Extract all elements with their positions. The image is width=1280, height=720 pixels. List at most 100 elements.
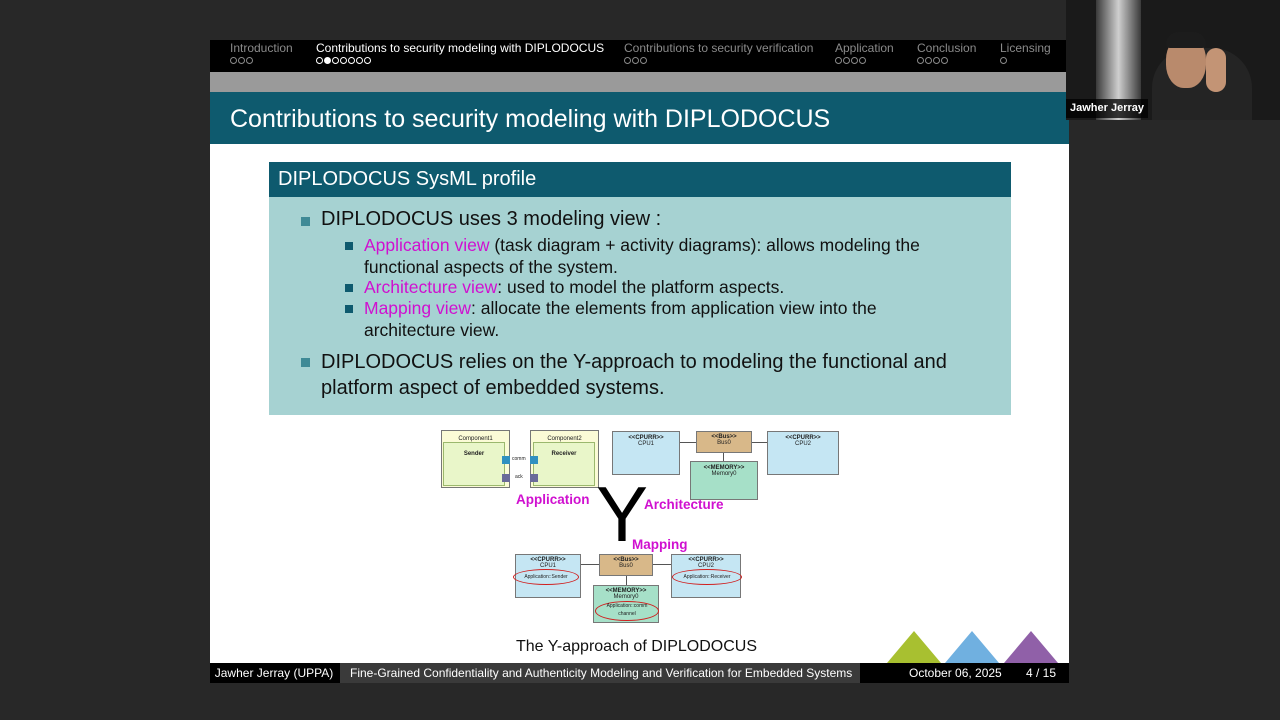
slide-footer: Jawher Jerray (UPPA) Fine-Grained Confid…	[210, 663, 1069, 683]
frame-dot[interactable]	[917, 57, 924, 64]
nav-section-dots	[835, 57, 894, 64]
decor-triangle-purple	[1004, 631, 1058, 663]
webcam-video-tile[interactable]: Jawher Jerray	[1066, 0, 1280, 120]
nav-section-conclusion[interactable]: Conclusion	[917, 40, 976, 64]
bus0-node: <<Bus>> Bus0	[696, 431, 752, 453]
application-label: Application	[516, 492, 590, 507]
nav-section-introduction[interactable]: Introduction	[230, 40, 293, 64]
memory0-label: Memory0	[711, 471, 737, 477]
bus0-stereotype: <<Bus>>	[613, 557, 639, 563]
frame-dot[interactable]	[230, 57, 237, 64]
cpu2-node: <<CPURR>> CPU2	[767, 431, 839, 475]
bullet-text: DIPLODOCUS uses 3 modeling view :	[321, 208, 662, 230]
receiver-task-box: Receiver	[533, 442, 595, 486]
frame-dot[interactable]	[332, 57, 339, 64]
component1-label: Component1	[458, 436, 493, 442]
mapped-sender: Application::Sender	[513, 569, 579, 585]
mapping-label: Mapping	[632, 537, 688, 552]
frame-dot[interactable]	[632, 57, 639, 64]
bus-link	[723, 453, 724, 461]
decor-triangle-blue	[945, 631, 999, 663]
sender-label: Sender	[463, 451, 485, 457]
slide-title: Contributions to security modeling with …	[230, 105, 831, 133]
header-divider	[210, 72, 1069, 92]
sub-bullet-text-continued: functional aspects of the system.	[364, 257, 618, 277]
frame-dot[interactable]	[364, 57, 371, 64]
frame-dot-current[interactable]	[324, 57, 331, 64]
frame-dot[interactable]	[624, 57, 631, 64]
person-hand	[1206, 48, 1226, 92]
term-application-view: Application view	[364, 235, 490, 255]
frame-dot[interactable]	[925, 57, 932, 64]
mapped-receiver: Application::Receiver	[672, 569, 742, 585]
nav-section-dots	[230, 57, 293, 64]
section-navigation-bar: Introduction Contributions to security m…	[210, 40, 1069, 72]
mapped-channel-label: channel	[618, 611, 636, 617]
component2-label: Component2	[547, 436, 582, 442]
mapped-comm-channel: Application::comm channel	[595, 601, 659, 621]
footer-page-number: 4 / 15	[1026, 666, 1057, 680]
sub-bullet-square	[345, 242, 353, 250]
bus0-label: Bus0	[717, 440, 731, 446]
port-icon	[530, 474, 538, 482]
bus0-stereotype: <<Bus>>	[711, 434, 737, 440]
ack-channel-label: ack	[515, 474, 523, 480]
nav-section-modeling[interactable]: Contributions to security modeling with …	[316, 40, 604, 64]
comm-channel-label: comm	[512, 456, 526, 462]
mapped-cpu1-node: <<CPURR>> CPU1 Application::Sender	[513, 554, 581, 598]
cpu2-label: CPU2	[697, 563, 714, 569]
presentation-slide: Introduction Contributions to security m…	[210, 40, 1069, 683]
bullet-square	[301, 358, 310, 367]
frame-dot[interactable]	[316, 57, 323, 64]
sub-bullet-text: Architecture view: used to model the pla…	[364, 277, 784, 298]
frame-dot[interactable]	[843, 57, 850, 64]
decor-triangle-green	[887, 631, 941, 663]
nav-section-dots	[1000, 57, 1051, 64]
nav-section-label: Contributions to security verification	[624, 41, 814, 55]
nav-section-application[interactable]: Application	[835, 40, 894, 64]
cpu2-stereotype: <<CPURR>>	[688, 557, 724, 563]
nav-section-licensing[interactable]: Licensing	[1000, 40, 1051, 64]
memory0-stereotype: <<MEMORY>>	[605, 588, 647, 594]
participant-name: Jawher Jerray	[1066, 99, 1148, 118]
mapped-memory0-node: <<MEMORY>> Memory0 Application::comm cha…	[593, 585, 659, 623]
nav-section-label: Licensing	[1000, 41, 1051, 55]
nav-section-dots	[624, 57, 813, 64]
frame-dot[interactable]	[340, 57, 347, 64]
nav-section-dots	[917, 57, 976, 64]
frame-dot[interactable]	[356, 57, 363, 64]
block-title: DIPLODOCUS SysML profile	[269, 162, 1011, 197]
footer-talk-title: Fine-Grained Confidentiality and Authent…	[340, 663, 860, 683]
frame-dot[interactable]	[348, 57, 355, 64]
frame-dot[interactable]	[640, 57, 647, 64]
port-icon	[530, 456, 538, 464]
memory0-node: <<MEMORY>> Memory0	[690, 461, 758, 500]
frame-dot[interactable]	[246, 57, 253, 64]
sub-bullet-rest: : used to model the platform aspects.	[497, 277, 785, 297]
cpu1-label: CPU1	[637, 441, 654, 447]
bullet-square	[301, 217, 310, 226]
frame-dot[interactable]	[933, 57, 940, 64]
content-block: DIPLODOCUS SysML profile DIPLODOCUS uses…	[269, 162, 1011, 415]
frame-dot[interactable]	[859, 57, 866, 64]
frame-dot[interactable]	[835, 57, 842, 64]
cpu1-node: <<CPURR>> CPU1	[612, 431, 680, 475]
frame-dot[interactable]	[851, 57, 858, 64]
memory0-stereotype: <<MEMORY>>	[703, 465, 745, 471]
frame-dot[interactable]	[1000, 57, 1007, 64]
frame-dot[interactable]	[941, 57, 948, 64]
frame-dot[interactable]	[238, 57, 245, 64]
receiver-label: Receiver	[551, 451, 577, 457]
term-mapping-view: Mapping view	[364, 298, 471, 318]
cpu1-stereotype: <<CPURR>>	[628, 435, 664, 441]
nav-section-verification[interactable]: Contributions to security verification	[624, 40, 813, 64]
footer-author: Jawher Jerray (UPPA)	[214, 666, 334, 680]
sub-bullet-rest: : allocate the elements from application…	[471, 298, 877, 318]
slide-title-bar: Contributions to security modeling with …	[210, 92, 1069, 144]
bullet-text: DIPLODOCUS relies on the Y-approach to m…	[321, 351, 947, 373]
nav-section-label: Introduction	[230, 41, 293, 55]
nav-section-label: Conclusion	[917, 41, 977, 55]
cpu2-stereotype: <<CPURR>>	[785, 435, 821, 441]
architecture-label: Architecture	[644, 497, 724, 512]
sub-bullet-text-continued: architecture view.	[364, 320, 500, 340]
